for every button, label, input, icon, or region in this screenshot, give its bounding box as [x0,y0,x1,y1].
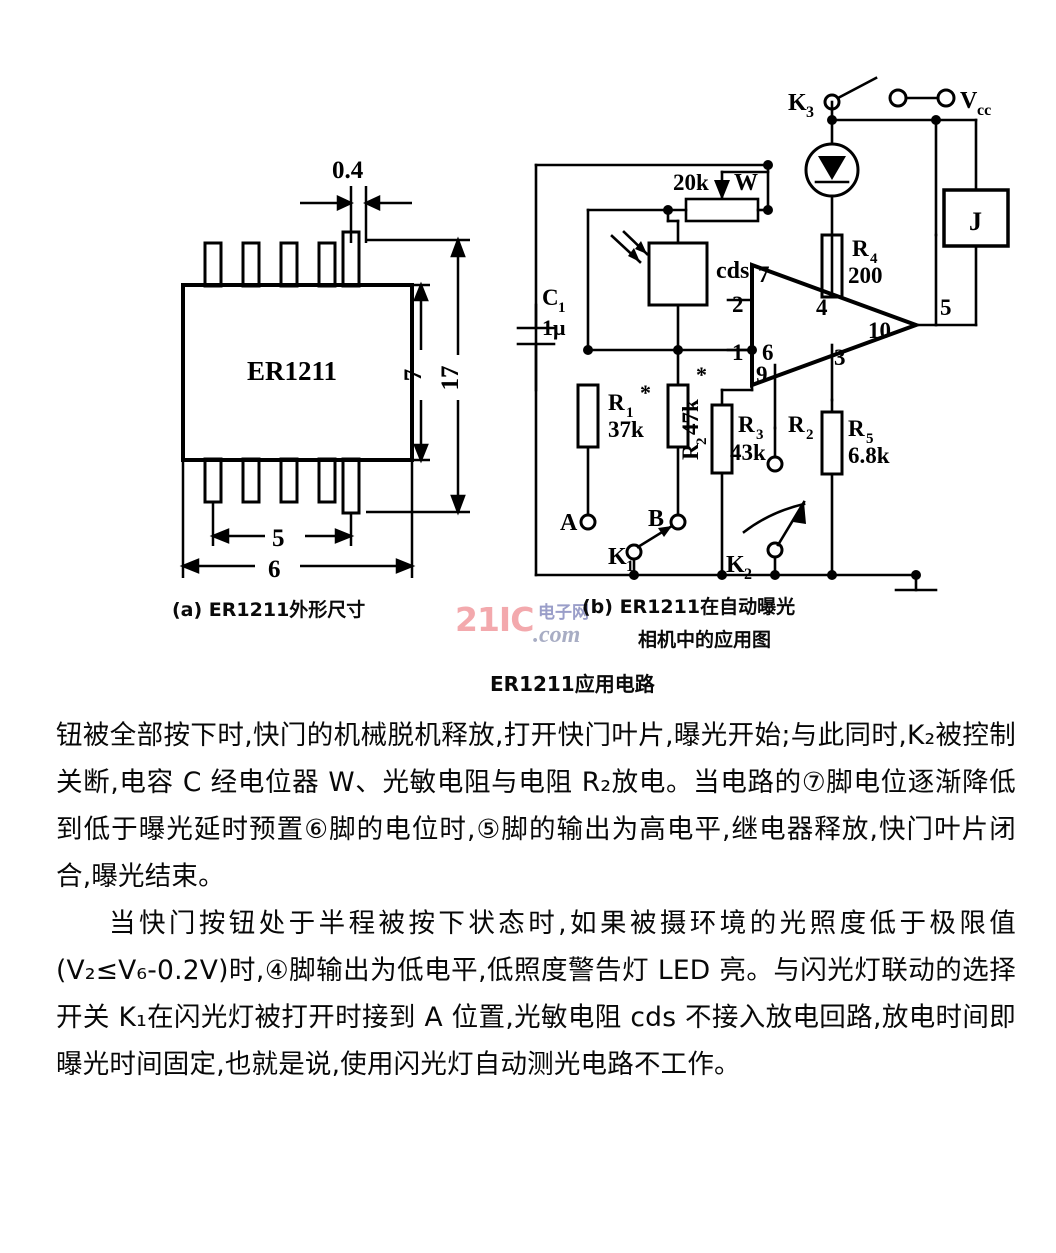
caption-figure-b-line1: (b) ER1211在自动曝光 [582,596,796,618]
switch-pos-b-label: B [648,506,664,532]
switch-k2-sub: 2 [744,566,752,583]
caption-figure-b-line2: 相机中的应用图 [638,629,772,651]
pin-9-label: 9 [756,362,768,387]
paragraph-1: 钮被全部按下时,快门的机械脱机释放,打开快门叶片,曝光开始;与此同时,K₂被控制… [56,720,1016,892]
body-text: 钮被全部按下时,快门的机械脱机释放,打开快门叶片,曝光开始;与此同时,K₂被控制… [56,712,1016,1088]
cap-label-sub: 1 [558,300,566,316]
switch-k1-label: K [608,544,627,570]
pin-1-label: 1 [732,340,744,365]
r2-switch-sub: 2 [806,427,814,443]
r1-label: R [608,390,625,415]
r2-inline-sub: 2 [694,438,710,446]
dim-body-height-label: 7 [400,369,427,382]
pin-10-label: 10 [868,318,891,343]
pin-4-label: 4 [816,295,828,320]
r5-value-label: 6.8k [848,443,890,468]
r2-inline-value: 47k [678,399,703,435]
pin-7-label: 7 [758,262,770,287]
pot-label: W [734,170,758,196]
switch-pos-a-label: A [560,510,578,536]
pot-value-label: 20k [673,170,709,195]
r1-label-sub: 1 [626,405,634,421]
dim-pin-width-label: 0.4 [332,157,364,184]
r2-star-label: * [696,362,707,387]
r2-switch-label: R [788,412,805,437]
r5-label: R [848,416,865,441]
r3-label: R [738,412,755,437]
cds-label: cds [716,258,749,284]
paragraph-2: 当快门按钮处于半程被按下状态时,如果被摄环境的光照度低于极限值(V₂≤V₆-0.… [56,908,1016,1080]
cap-label: C [542,285,559,310]
r4-label: R [852,236,869,261]
supply-label-sub: cc [977,102,991,119]
figure-area: 0.4 ER1211 7 17 5 6 [172,76,1010,696]
r3-value-label: 43k [730,440,766,465]
caption-figure-a: (a) ER1211外形尺寸 [172,599,366,621]
chip-body-label: ER1211 [247,356,337,386]
pin-3-label: 3 [834,345,846,370]
dim-total-height-label: 17 [437,366,464,391]
pin-2-label: 2 [732,292,744,317]
switch-k3-sub: 3 [806,104,814,121]
r1-star-label: * [640,380,651,405]
r3-label-sub: 3 [756,427,764,443]
r5-label-sub: 5 [866,431,874,447]
cap-value-label: 1μ [542,315,566,340]
pin-5-label: 5 [940,295,952,320]
switch-k2-label: K [726,552,745,578]
r4-value-label: 200 [848,263,883,288]
figure-title: ER1211应用电路 [490,672,655,696]
r4-label-sub: 4 [870,251,878,267]
dim-total-width-label: 6 [268,556,281,583]
r2-inline-label: R [678,443,703,460]
dim-pin-span-label: 5 [272,525,285,552]
package-outline-diagram: 0.4 ER1211 7 17 5 6 [179,157,470,583]
supply-label: V [960,88,978,114]
switch-k3-label: K [788,90,807,116]
relay-label: J [969,207,982,236]
pin-6-label: 6 [762,340,774,365]
r1-value-label: 37k [608,417,644,442]
application-circuit-diagram: 20k W cds C 1 1μ R 1 * 37k R 2 47k * R 3… [516,76,1010,592]
switch-k1-sub: 1 [626,558,634,575]
